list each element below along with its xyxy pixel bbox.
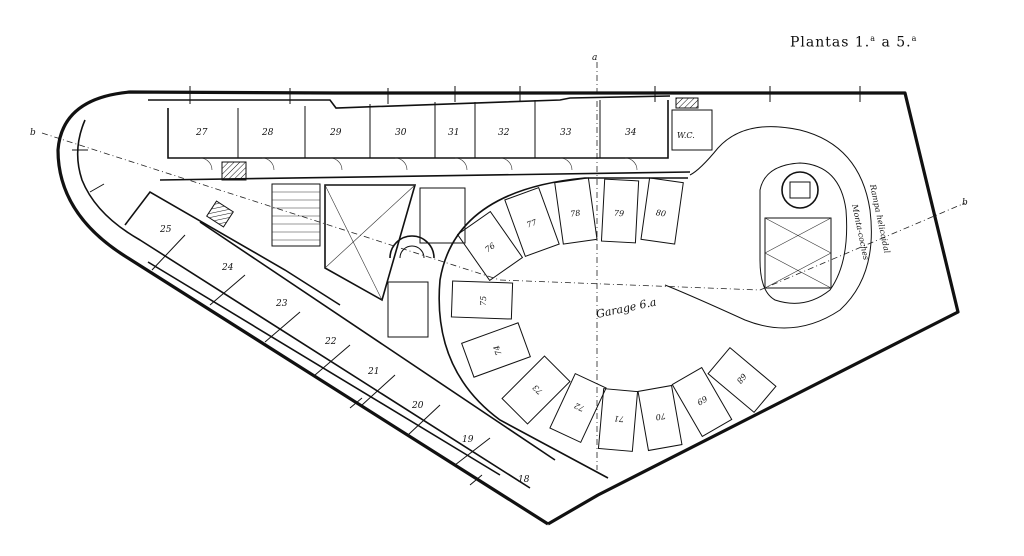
room-label: 27 — [195, 128, 208, 138]
bay-label: 74 — [492, 344, 504, 357]
diagonal-rooms: 25 24 23 22 21 20 19 18 — [124, 190, 556, 485]
room-label: 25 — [159, 225, 172, 235]
room-label: 24 — [221, 263, 234, 273]
wc-label: W.C. — [677, 131, 695, 140]
bay-label: 70 — [655, 411, 667, 422]
bay-label: 78 — [570, 208, 581, 218]
garage-area: Garage 6.a Monta-coches Rampa helicoidal — [438, 126, 892, 479]
room-label: 29 — [329, 128, 342, 138]
bay-label: 77 — [525, 217, 538, 229]
bay-label: 76 — [483, 241, 497, 254]
bay-label: 69 — [695, 394, 708, 407]
room-label: 33 — [560, 128, 572, 138]
room-label: 32 — [498, 128, 510, 138]
wc-block: W.C. — [671, 97, 713, 151]
room-label: 18 — [518, 475, 530, 485]
room-label: 31 — [448, 128, 459, 138]
axis-b-left-label: b — [30, 128, 36, 138]
bay-label: 72 — [573, 401, 586, 413]
outer-walls — [56, 90, 960, 526]
room-label: 19 — [462, 435, 474, 445]
bay-label: 68 — [735, 372, 748, 386]
room-label: 21 — [367, 367, 379, 377]
window-ticks — [72, 86, 861, 486]
bay-label: 75 — [479, 296, 488, 306]
bay-label: 79 — [614, 209, 625, 219]
bay-label: 73 — [531, 383, 545, 397]
axis-b-right-label: b — [962, 198, 968, 208]
bay-label: 71 — [614, 414, 625, 424]
room-label: 34 — [625, 128, 637, 138]
elevator-note: Monta-coches — [850, 203, 871, 261]
room-label: 30 — [395, 128, 407, 138]
room-label: 22 — [324, 337, 337, 347]
axis-a-label: a — [592, 53, 597, 63]
room-label: 23 — [275, 299, 288, 309]
top-rooms: 27 28 29 30 31 32 33 34 — [159, 100, 691, 181]
garage-label: Garage 6.a — [595, 295, 658, 320]
room-label: 28 — [261, 128, 274, 138]
plan-title: Plantas 1.a a 5.a — [790, 34, 918, 51]
garage-bays: 76 77 78 79 80 75 74 73 72 71 70 69 68 — [450, 177, 777, 452]
room-label: 20 — [411, 401, 424, 411]
bay-label: 80 — [655, 208, 666, 218]
central-core — [271, 183, 466, 338]
axis-lines: a b b — [30, 53, 968, 470]
